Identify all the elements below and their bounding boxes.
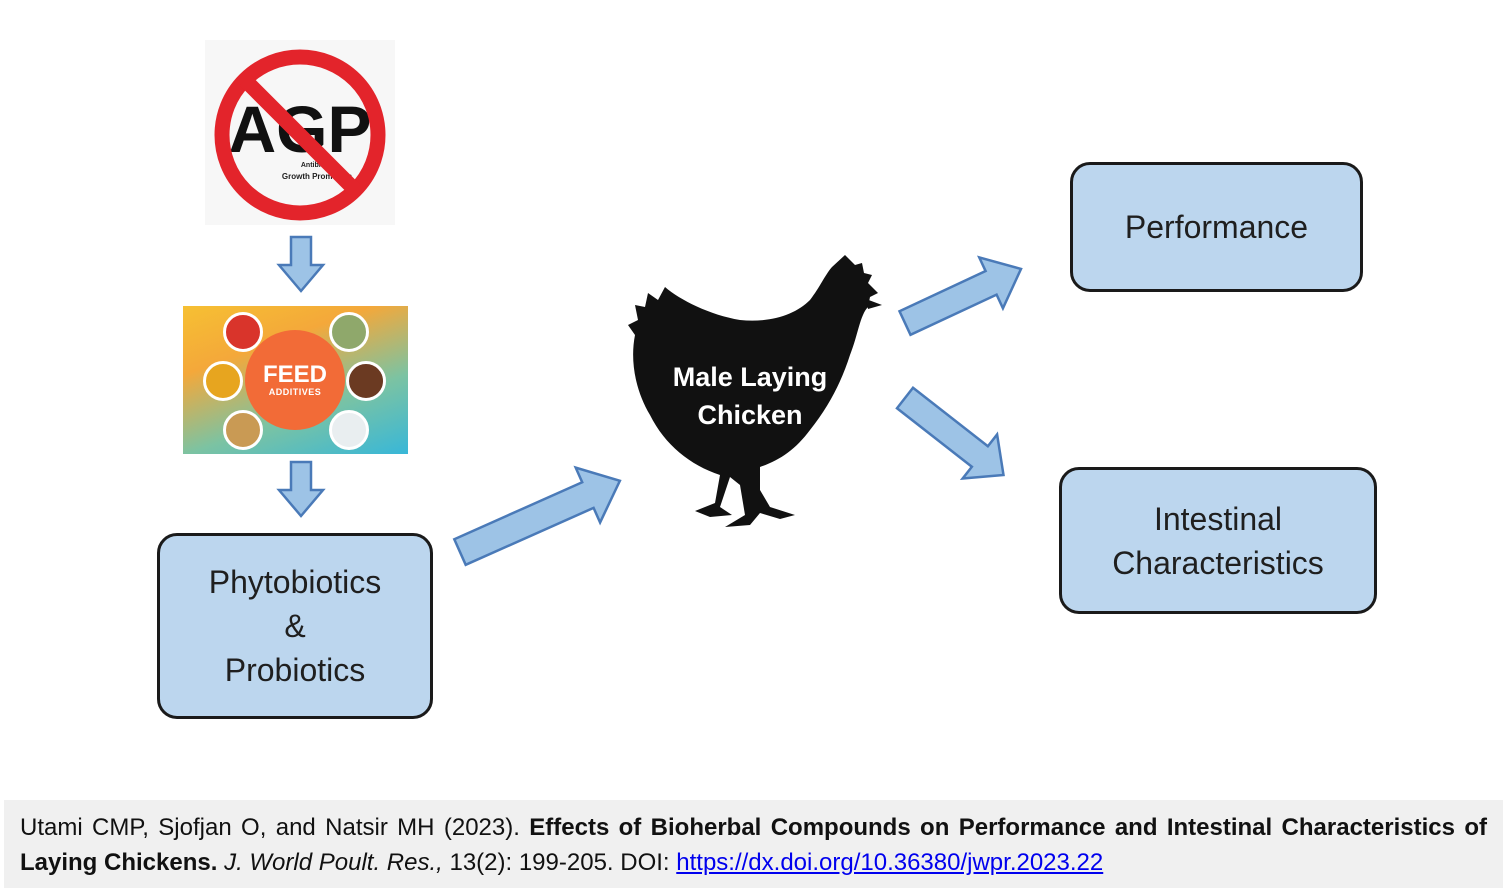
feed-additives-image: FEED ADDITIVES xyxy=(183,306,408,454)
intestinal-line2: Characteristics xyxy=(1112,544,1324,581)
citation-footer: Utami CMP, Sjofjan O, and Natsir MH (202… xyxy=(4,800,1503,888)
intestinal-characteristics-box: Intestinal Characteristics xyxy=(1059,467,1377,614)
agp-subtitle-line2: Growth Promoters xyxy=(282,172,353,181)
down-arrow-icon xyxy=(276,235,326,293)
citation-authors: Utami CMP, Sjofjan O, and Natsir MH (202… xyxy=(20,814,520,841)
down-arrow-icon xyxy=(276,460,326,518)
phyto-line3: Probiotics xyxy=(224,652,366,688)
food-bowl xyxy=(203,361,243,401)
phyto-line2: & xyxy=(284,608,306,644)
citation-journal: J. World Poult. Res., xyxy=(224,849,443,876)
agp-subtitle-line1: Antibiotic xyxy=(301,162,333,169)
feed-subtitle: ADDITIVES xyxy=(268,387,322,397)
citation-title: Effects of Bioherbal Compounds on Perfor… xyxy=(20,814,1487,876)
food-bowl xyxy=(223,312,263,352)
citation-doi-link[interactable]: https://dx.doi.org/10.36380/jwpr.2023.22 xyxy=(676,849,1104,876)
chicken-label-line1: Male Laying xyxy=(672,362,828,392)
chicken-label-line2: Chicken xyxy=(697,400,803,430)
intestinal-line1: Intestinal xyxy=(1153,500,1283,537)
arrow-to-intestinal-icon xyxy=(895,386,1005,481)
food-bowl xyxy=(329,410,369,450)
phytobiotics-probiotics-box: Phytobiotics & Probiotics xyxy=(157,533,433,719)
chicken-silhouette-icon xyxy=(628,255,882,527)
food-bowl xyxy=(223,410,263,450)
food-bowl xyxy=(329,312,369,352)
food-bowl xyxy=(346,361,386,401)
arrow-to-performance-icon xyxy=(897,255,1023,337)
ban-circle xyxy=(214,49,386,221)
feed-title: FEED xyxy=(262,361,327,388)
no-agp-icon: AGP Antibiotic Growth Promoters xyxy=(214,49,386,221)
agp-ban-image: AGP Antibiotic Growth Promoters xyxy=(205,40,395,225)
phyto-line1: Phytobiotics xyxy=(208,564,382,600)
feed-badge: FEED ADDITIVES xyxy=(245,330,345,430)
performance-box: Performance xyxy=(1070,162,1363,292)
citation-volume: 13(2): 199-205. DOI: xyxy=(449,849,670,876)
ban-slash xyxy=(239,74,361,196)
chicken-label: Male Laying Chicken xyxy=(640,358,860,434)
arrow-to-chicken-icon xyxy=(452,465,622,567)
performance-label: Performance xyxy=(1124,209,1309,245)
